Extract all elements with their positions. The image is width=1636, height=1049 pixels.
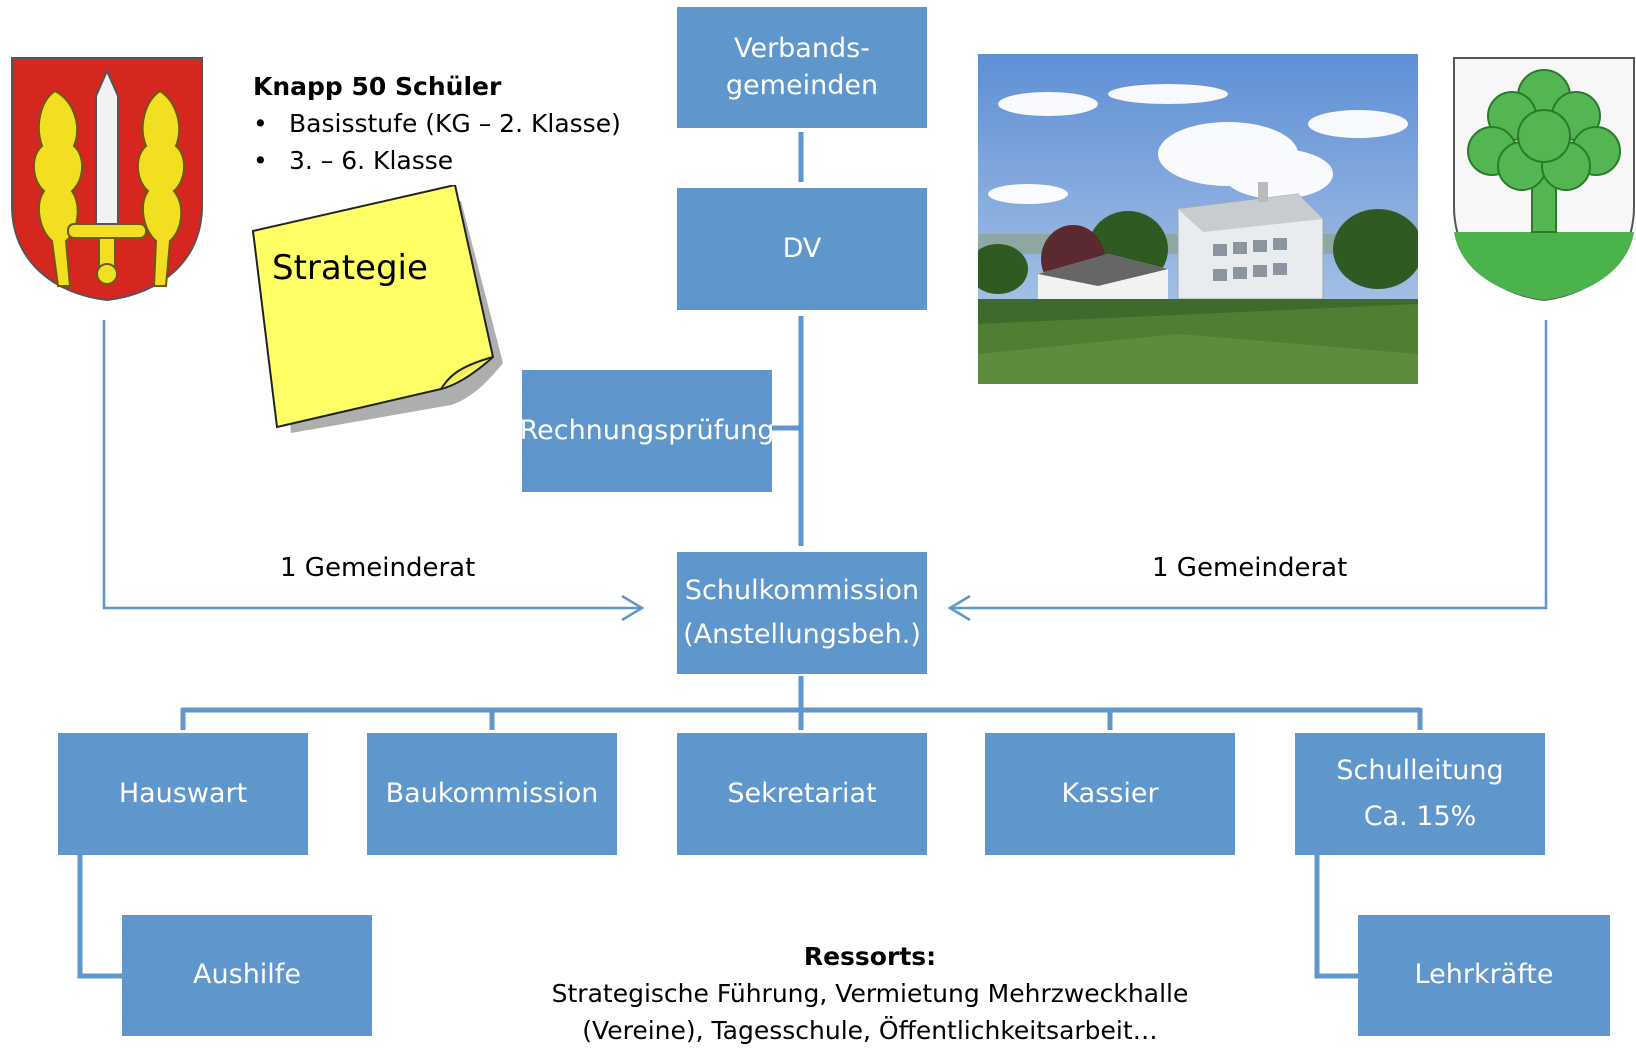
- info-list: Basisstufe (KG – 2. Klasse) 3. – 6. Klas…: [253, 105, 621, 179]
- rechnungspruefung-label: Rechnungsprüfung: [519, 414, 775, 446]
- sticky-note-icon: [251, 185, 503, 433]
- kassier-box: Kassier: [985, 733, 1235, 855]
- verbandsgemeinden-label-1: Verbands-: [734, 33, 870, 65]
- ressorts-text: Ressorts: Strategische Führung, Vermietu…: [510, 938, 1230, 1049]
- school-info: Knapp 50 Schüler Basisstufe (KG – 2. Kla…: [253, 68, 621, 179]
- ressorts-line-1: Strategische Führung, Vermietung Mehrzwe…: [551, 979, 1189, 1008]
- schulleitung-label-2: Ca. 15%: [1363, 801, 1477, 832]
- dv-label: DV: [782, 232, 822, 264]
- kassier-label: Kassier: [1061, 777, 1159, 809]
- aushilfe-label: Aushilfe: [193, 959, 301, 991]
- gemeinderat-right-label: 1 Gemeinderat: [1152, 553, 1348, 583]
- verbandsgemeinden-label-2: gemeinden: [725, 69, 879, 101]
- schulkommission-label-1: Schulkommission: [684, 574, 920, 606]
- lehrkraefte-label: Lehrkräfte: [1414, 959, 1554, 991]
- right-crest-icon: [1453, 57, 1635, 302]
- hauswart-label: Hauswart: [118, 777, 248, 809]
- sekretariat-box: Sekretariat: [677, 733, 927, 855]
- baukommission-box: Baukommission: [367, 733, 617, 855]
- schulkommission-label-2: (Anstellungsbeh.): [683, 619, 921, 650]
- left-crest-icon: [11, 57, 203, 302]
- school-building-photo: [978, 54, 1418, 384]
- rechnungspruefung-box: Rechnungsprüfung: [519, 370, 775, 492]
- baukommission-label: Baukommission: [385, 777, 599, 809]
- info-item-basisstufe: Basisstufe (KG – 2. Klasse): [253, 105, 621, 142]
- sticky-note-text: Strategie: [272, 248, 428, 288]
- schulkommission-box: Schulkommission (Anstellungsbeh.): [677, 552, 927, 674]
- lehrkraefte-box: Lehrkräfte: [1358, 915, 1610, 1036]
- schulleitung-box: Schulleitung Ca. 15%: [1295, 733, 1545, 855]
- info-title: Knapp 50 Schüler: [253, 72, 502, 101]
- aushilfe-box: Aushilfe: [122, 915, 372, 1036]
- info-item-klassen: 3. – 6. Klasse: [253, 142, 621, 179]
- sekretariat-label: Sekretariat: [727, 777, 877, 809]
- hauswart-box: Hauswart: [58, 733, 308, 855]
- ressorts-title: Ressorts:: [803, 942, 937, 971]
- verbandsgemeinden-box: Verbands- gemeinden: [677, 7, 927, 128]
- schulleitung-label-1: Schulleitung: [1336, 754, 1504, 786]
- ressorts-line-2: (Vereine), Tagesschule, Öffentlichkeitsa…: [582, 1016, 1158, 1045]
- gemeinderat-left-label: 1 Gemeinderat: [280, 553, 476, 583]
- dv-box: DV: [677, 188, 927, 310]
